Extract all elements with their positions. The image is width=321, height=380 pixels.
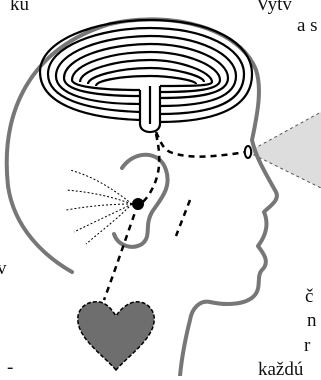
neural-paths: [104, 132, 246, 300]
ear-node: [132, 198, 144, 210]
heart-icon: [78, 302, 154, 370]
view-cone: [248, 112, 321, 188]
text-fragment-right-2: n: [307, 311, 317, 330]
eye-icon: [245, 146, 251, 158]
text-fragment-left: v: [0, 259, 7, 278]
neck-line: [8, 186, 72, 272]
text-fragment-bottom-left: -: [7, 358, 13, 377]
text-fragment-right-3: r: [304, 336, 310, 355]
text-fragment-top-right-2: a s: [297, 16, 318, 35]
text-fragment-bottom: každú: [258, 360, 303, 379]
brain-labyrinth: [40, 20, 252, 132]
text-fragment-top-left: ku: [10, 0, 29, 14]
text-fragment-top-right: Vytv: [256, 0, 292, 14]
text-fragment-right-1: č: [305, 287, 313, 306]
sound-waves: [66, 170, 132, 244]
